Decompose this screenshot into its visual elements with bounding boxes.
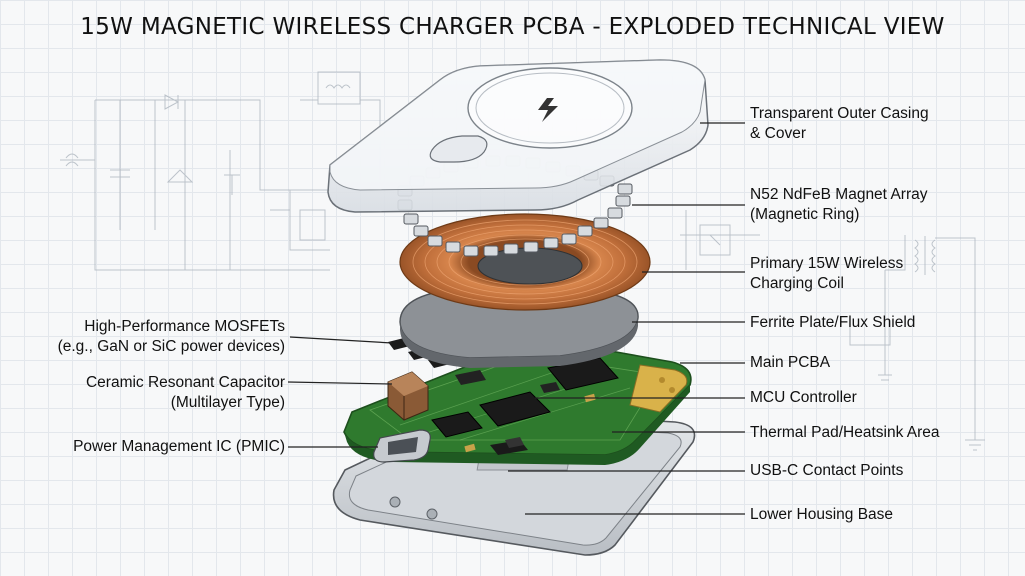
label-lower-housing: Lower Housing Base (750, 506, 894, 523)
label-usb-c-contacts: USB-C Contact Points (750, 462, 904, 479)
charging-coil (399, 213, 651, 311)
label-charging-coil: Primary 15W Wireless Charging Coil (750, 255, 904, 292)
label-resonant-capacitor: Ceramic Resonant Capacitor (Multilayer T… (85, 374, 285, 411)
label-magnet-array: N52 NdFeB Magnet Array (Magnetic Ring) (750, 186, 928, 223)
usb-c-port (373, 429, 431, 463)
label-pmic: Power Management IC (PMIC) (73, 438, 285, 455)
label-outer-casing: Transparent Outer Casing & Cover (750, 105, 929, 142)
label-thermal-pad: Thermal Pad/Heatsink Area (750, 424, 940, 441)
background-schematic (60, 71, 985, 451)
diagram-title: 15W MAGNETIC WIRELESS CHARGER PCBA - EXP… (80, 14, 945, 40)
main-pcba (343, 339, 692, 465)
outer-casing (327, 59, 709, 213)
label-mcu-controller: MCU Controller (750, 389, 857, 406)
pmic-chip (431, 411, 483, 438)
ceramic-capacitor (387, 371, 429, 421)
label-main-pcba: Main PCBA (750, 354, 831, 371)
label-ferrite-plate: Ferrite Plate/Flux Shield (750, 314, 916, 331)
mcu-controller-chip (479, 391, 551, 427)
label-mosfets: High-Performance MOSFETs (e.g., GaN or S… (57, 318, 285, 355)
leader-lines (287, 122, 745, 515)
